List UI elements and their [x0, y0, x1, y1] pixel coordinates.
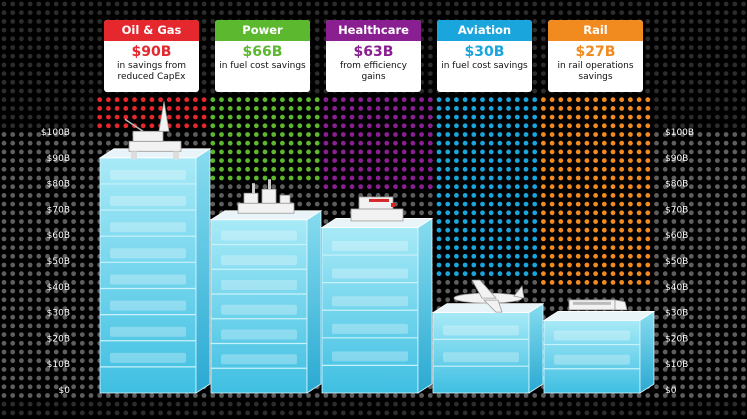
bar-top-face	[98, 148, 212, 159]
right-tick-label: $100B	[665, 128, 694, 138]
bar-floor-ghost	[554, 330, 630, 341]
train-icon	[568, 299, 628, 311]
left-y-axis: $0 $10B $20B $30B $40B $50B $60B $70B $80B $90B $1…	[41, 128, 70, 396]
bar-floor-ghost	[332, 351, 408, 362]
value-description: in fuel cost savings	[441, 61, 528, 71]
value-label: $66B	[242, 44, 283, 60]
bar	[209, 179, 323, 394]
bar-floor-ghost	[221, 230, 297, 241]
bar-side-face	[195, 148, 211, 394]
bar-floor-ghost	[110, 326, 186, 337]
value-description: from efficiency gains	[339, 61, 407, 82]
bar	[320, 196, 434, 394]
bar-floor-ghost	[221, 304, 297, 315]
bar-side-face	[639, 310, 655, 394]
left-tick-label: $80B	[47, 180, 70, 190]
bar	[542, 299, 656, 394]
category-label: Power	[215, 20, 310, 41]
bar-front-face	[210, 219, 308, 394]
bar-floor-ghost	[110, 248, 186, 259]
bar-side-face	[306, 209, 322, 394]
left-tick-label: $70B	[47, 205, 70, 215]
oil-rig-icon	[124, 101, 182, 160]
hospital-icon	[350, 196, 404, 222]
value-description: in rail operations savings	[557, 61, 634, 82]
airplane-icon	[453, 279, 525, 313]
value-label: $27B	[575, 44, 616, 60]
bar-floor-ghost	[221, 329, 297, 340]
category-label: Oil & Gas	[104, 20, 199, 41]
bar-floor-ghost	[332, 241, 408, 252]
right-tick-label: $90B	[665, 154, 688, 164]
value-label: $30B	[464, 44, 505, 60]
bar-floor-ghost	[110, 274, 186, 285]
left-tick-label: $20B	[47, 334, 70, 344]
left-tick-label: $50B	[47, 257, 70, 267]
category-label: Aviation	[437, 20, 532, 41]
value-label: $90B	[131, 44, 172, 60]
right-tick-label: $0	[665, 386, 677, 396]
bar-floor-ghost	[554, 354, 630, 365]
right-tick-label: $50B	[665, 257, 688, 267]
bar-side-face	[417, 217, 433, 394]
category-label: Healthcare	[326, 20, 421, 41]
bar-floor-ghost	[332, 296, 408, 307]
bar-top-face	[542, 310, 656, 321]
bar-floor-ghost	[443, 352, 519, 363]
right-tick-label: $10B	[665, 360, 688, 370]
bar-floor-ghost	[221, 255, 297, 266]
bar-floor-ghost	[443, 325, 519, 336]
bar-floor-ghost	[110, 300, 186, 311]
bar-floor-ghost	[332, 268, 408, 279]
bar-side-face	[528, 302, 544, 394]
bar-floor-ghost	[110, 352, 186, 363]
right-tick-label: $30B	[665, 309, 688, 319]
right-y-axis: $0 $10B $20B $30B $40B $50B $60B $70B $80B $90B $1…	[665, 128, 694, 396]
bar	[98, 101, 212, 394]
value-label: $63B	[353, 44, 394, 60]
right-tick-label: $70B	[665, 205, 688, 215]
bar-floor-ghost	[221, 354, 297, 365]
bar-front-face	[543, 319, 641, 394]
left-tick-label: $40B	[47, 283, 70, 293]
bars	[98, 101, 656, 394]
left-tick-label: $30B	[47, 309, 70, 319]
value-description: in savings from reduced CapEx	[116, 61, 186, 82]
bar-floor-ghost	[221, 279, 297, 290]
right-tick-label: $20B	[665, 334, 688, 344]
bar-top-face	[431, 303, 545, 314]
bar-floor-ghost	[110, 196, 186, 207]
power-plant-icon	[237, 179, 295, 214]
right-tick-label: $60B	[665, 231, 688, 241]
left-tick-label: $60B	[47, 231, 70, 241]
bar-floor-ghost	[332, 323, 408, 334]
right-tick-label: $40B	[665, 283, 688, 293]
left-tick-label: $100B	[41, 128, 70, 138]
right-tick-label: $80B	[665, 180, 688, 190]
bar	[431, 279, 545, 394]
bar-top-face	[320, 218, 434, 228]
bar-front-face	[432, 312, 530, 394]
left-tick-label: $0	[59, 386, 71, 396]
bar-front-face	[99, 157, 197, 394]
value-description: in fuel cost savings	[219, 61, 306, 71]
left-tick-label: $10B	[47, 360, 70, 370]
left-tick-label: $90B	[47, 154, 70, 164]
category-label: Rail	[548, 20, 643, 41]
bar-floor-ghost	[110, 169, 186, 180]
bar-floor-ghost	[110, 222, 186, 233]
